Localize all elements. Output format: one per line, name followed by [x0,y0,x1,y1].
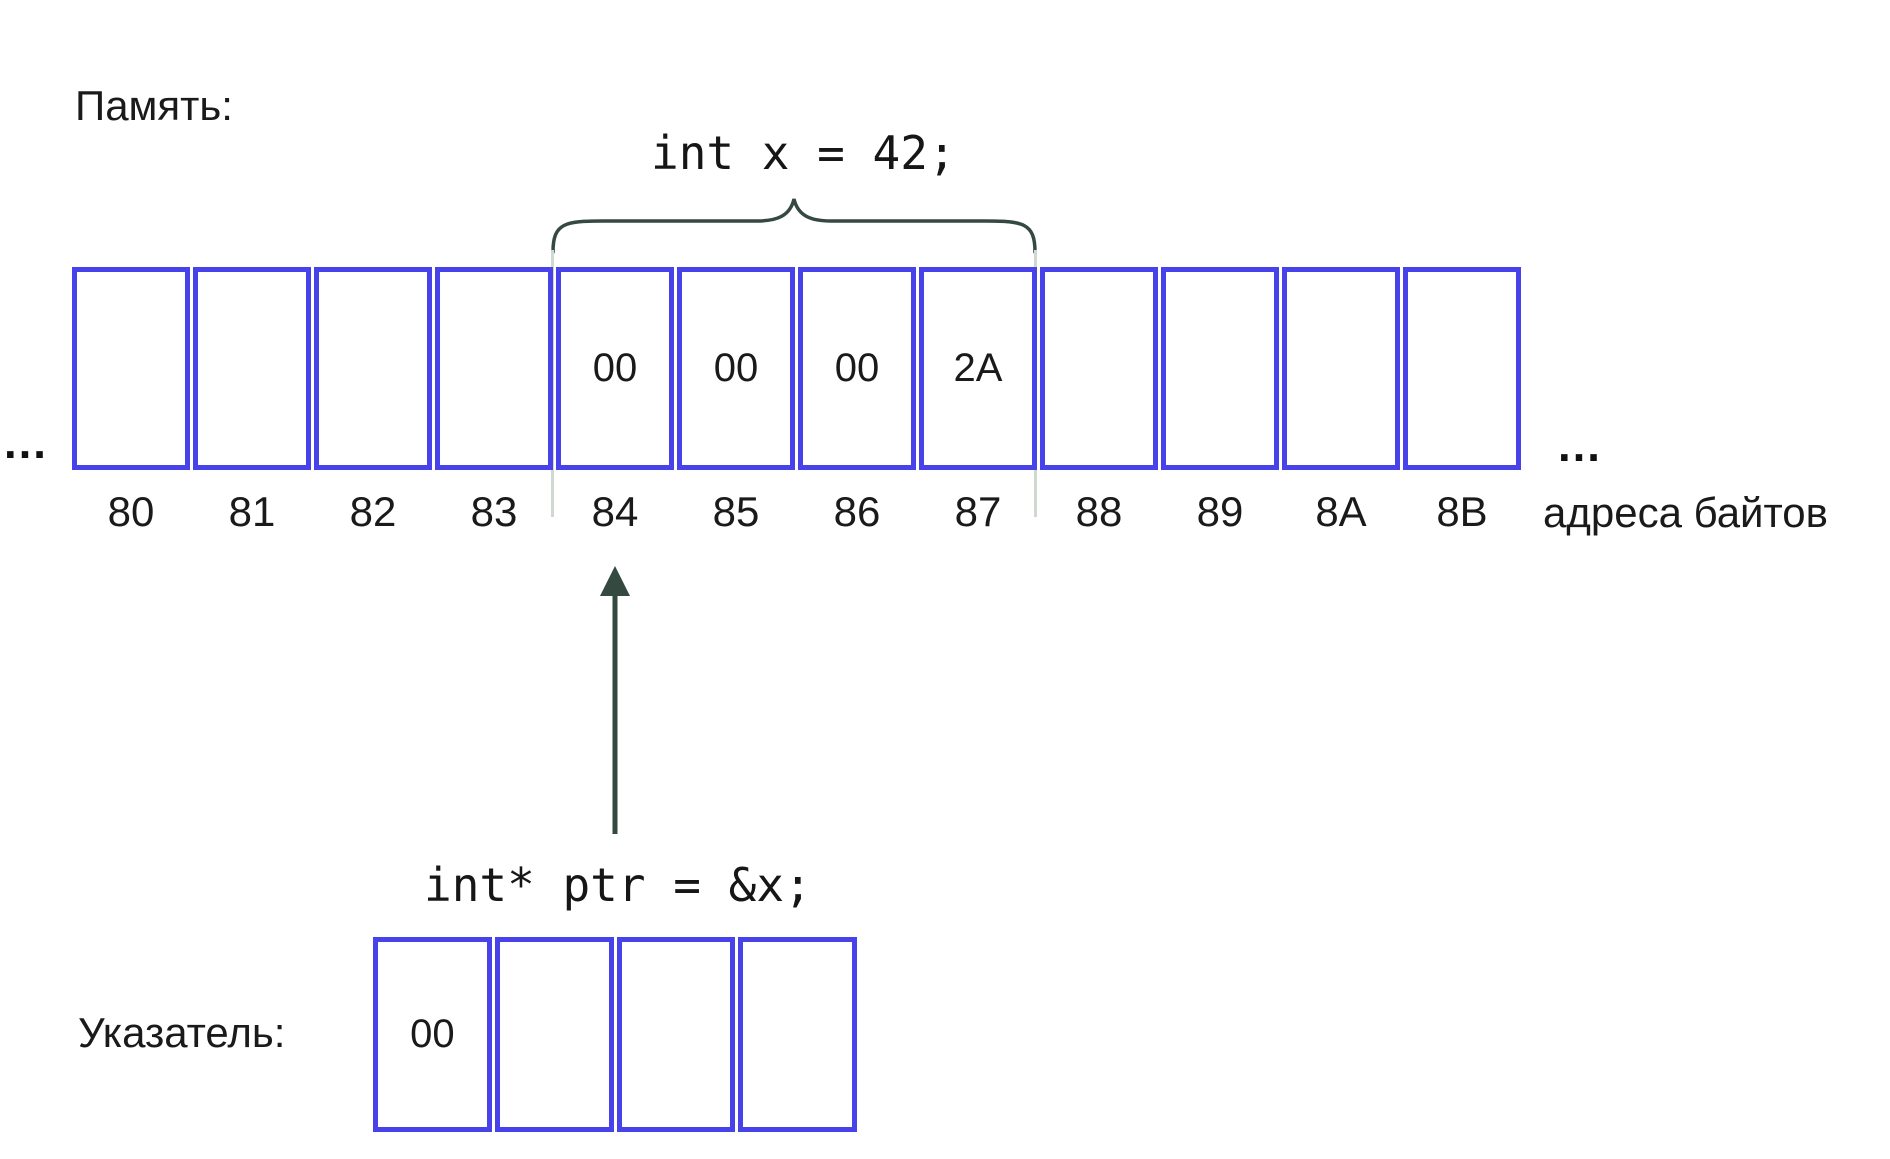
memory-cell [72,267,190,470]
memory-cell [1161,267,1279,470]
pointer-cells-row: 00 [373,937,857,1132]
memory-cell: 00 [556,267,674,470]
pointer-arrow [600,566,630,834]
memory-cell [1282,267,1400,470]
pointer-cell [616,937,736,1132]
byte-address: 8B [1436,488,1488,535]
byte-address: 87 [954,488,1002,535]
byte-address: 86 [833,488,881,535]
pointer-section-label: Указатель: [78,1009,286,1056]
memory-section-label: Память: [75,82,233,129]
byte-address-row: 80 81 82 83 84 85 86 87 88 89 8A 8B [72,488,1521,536]
memory-cell: 00 [798,267,916,470]
byte-address: 8A [1315,488,1367,535]
byte-value: 00 [834,346,880,390]
byte-address: 84 [591,488,639,535]
memory-cell [193,267,311,470]
memory-cells-row: 00 00 00 2A [72,267,1521,470]
byte-value: 2A [953,346,1003,390]
pointer-declaration-code: int* ptr = &x; [424,858,812,912]
byte-value: 00 [713,346,759,390]
memory-cell [1040,267,1158,470]
byte-address: 80 [107,488,155,535]
memory-cell: 00 [677,267,795,470]
byte-address: 85 [712,488,760,535]
byte-address: 88 [1075,488,1123,535]
byte-address: 83 [470,488,518,535]
byte-addresses-caption: адреса байтов [1543,489,1828,536]
memory-cell [314,267,432,470]
byte-value: 00 [592,346,638,390]
pointer-cell [738,937,857,1132]
memory-continues-left-ellipsis: … [2,416,50,468]
byte-address: 82 [349,488,397,535]
byte-address: 81 [228,488,276,535]
memory-cell [1403,267,1521,470]
byte-address: 89 [1196,488,1244,535]
memory-cell: 2A [919,267,1037,470]
pointer-cell [494,937,614,1132]
int-declaration-code: int x = 42; [651,126,956,180]
memory-continues-right-ellipsis: … [1556,419,1604,471]
memory-cell [435,267,553,470]
pointer-cell: 00 [373,937,492,1132]
pointer-byte-value: 00 [410,1012,455,1056]
int-span-brace [551,198,1037,254]
